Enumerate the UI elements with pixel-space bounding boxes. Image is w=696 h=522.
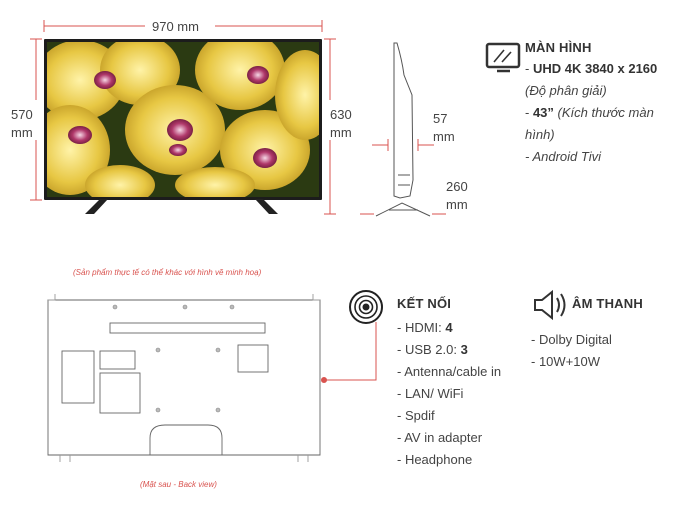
connect-item-antenna: - Antenna/cable in xyxy=(397,364,502,379)
sound-spec-section: ÂM THANH xyxy=(572,296,692,311)
usb-count: 3 xyxy=(460,342,468,357)
connect-item-av-in: - AV in adapter xyxy=(397,430,483,445)
tv-back-view xyxy=(47,294,321,462)
connect-item-headphone: - Headphone xyxy=(397,452,473,467)
front-width-label: 970 mm xyxy=(152,19,199,34)
connect-item-spdif: - Spdif xyxy=(397,408,435,423)
screen-size-value: 43” xyxy=(532,105,554,120)
side-dimension-lines xyxy=(360,139,446,215)
sound-title: ÂM THANH xyxy=(572,296,643,311)
connector-pointer xyxy=(321,322,377,383)
connectivity-spec-section: KẾT NỐI - HDMI: 4 - USB 2.0: 3 - Antenna… xyxy=(397,296,527,471)
connect-item-lan-wifi: - LAN/ WiFi xyxy=(397,386,464,401)
speaker-icon xyxy=(534,289,566,321)
sound-item-dolby: - Dolby Digital xyxy=(531,332,612,347)
tv-front-view xyxy=(44,39,322,214)
tv-side-view xyxy=(375,42,431,217)
sound-spec-list: - Dolby Digital - 10W+10W xyxy=(531,329,681,373)
front-total-height-label: 630 mm xyxy=(330,107,352,140)
resolution-row: - UHD 4K 3840 x 2160 xyxy=(525,61,658,76)
tv-screen-image xyxy=(47,42,319,197)
screen-size-row: - 43” (Kích thước màn xyxy=(525,105,654,120)
usb-row: - USB 2.0: 3 xyxy=(397,342,468,357)
resolution-value: UHD 4K 3840 x 2160 xyxy=(532,61,658,76)
front-height-label: 570 mm xyxy=(11,107,33,140)
screen-size-note: hình) xyxy=(525,127,555,142)
side-depth-label: 57 mm xyxy=(433,111,455,144)
os-row: - Android Tivi xyxy=(525,149,601,164)
front-dimension-lines xyxy=(30,20,336,215)
wireless-signal-icon xyxy=(349,290,383,324)
hdmi-count: 4 xyxy=(445,320,453,335)
connectivity-title: KẾT NỐI xyxy=(397,296,452,311)
screen-spec-section: MÀN HÌNH - UHD 4K 3840 x 2160 (Độ phân g… xyxy=(525,40,690,168)
sound-item-power: - 10W+10W xyxy=(531,354,600,369)
resolution-note: (Độ phân giải) xyxy=(525,83,607,98)
monitor-icon xyxy=(485,42,521,73)
product-disclaimer: (Sản phẩm thực tế có thể khác với hình v… xyxy=(73,268,262,277)
hdmi-row: - HDMI: 4 xyxy=(397,320,453,335)
back-screw-holes xyxy=(112,304,235,413)
back-view-caption: (Mặt sau - Back view) xyxy=(140,480,217,489)
side-stand-depth-label: 260 mm xyxy=(446,179,468,212)
screen-spec-title: MÀN HÌNH xyxy=(525,40,592,55)
